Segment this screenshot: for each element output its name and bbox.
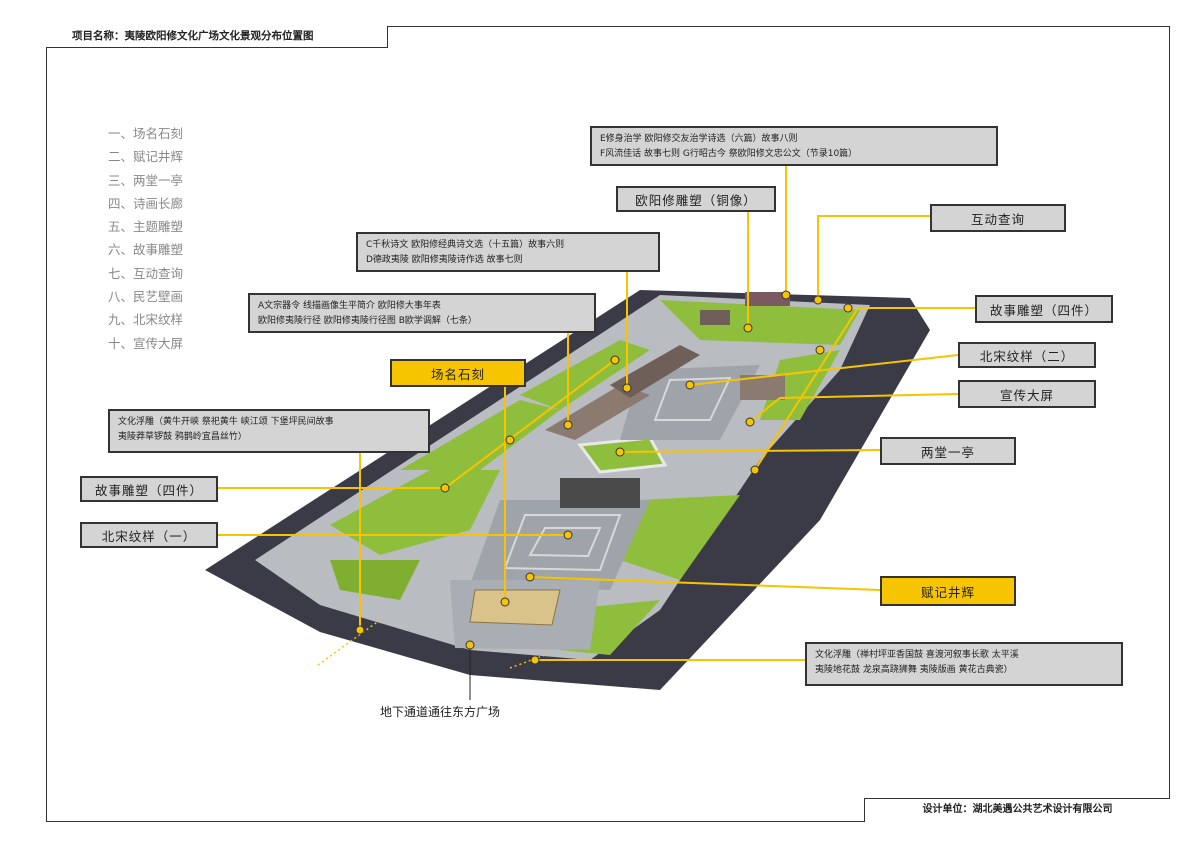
legend-item: 六、故事雕塑 [108,242,184,258]
leader-line [529,576,881,591]
label-stone-inscription: 场名石刻 [390,359,526,387]
lawn-area [400,400,560,470]
legend-item: 七、互动查询 [108,265,184,281]
legend-item: 五、主题雕塑 [108,219,184,235]
lawn-area [330,560,420,600]
label-two-halls: 两堂一亭 [880,437,1016,465]
marker-dot [685,380,695,390]
stone-inscription-base [469,589,561,626]
label-screen: 宣传大屏 [958,380,1096,408]
project-title: 项目名称：夷陵欧阳修文化广场文化景观分布位置图 [46,26,388,48]
marker-dot [500,597,510,607]
legend-item: 三、两堂一亭 [108,172,184,188]
hall-building [745,292,790,306]
marker-dot [563,420,573,430]
concentric-plaza [503,514,622,572]
label-line: 文化浮雕（禅村坪亚香国鼓 喜渡河叙事长歌 太平溪 [815,650,1019,660]
legend-item: 二、赋记井辉 [108,149,184,165]
label-fuji: 赋记井辉 [880,576,1016,606]
label-line: C千秋诗文 欧阳修经典诗文选（十五篇）故事六则 [366,240,565,250]
label-interactive: 互动查询 [930,204,1066,232]
label-story-right: 故事雕塑（四件） [975,295,1113,323]
upper-plaza-frame [653,376,732,421]
marker-dot [750,465,760,475]
label-line: 欧阳修夷陵行径 欧阳修夷陵行径图 B欧学调解（七条） [258,316,477,326]
marker-dot [781,290,791,300]
marker-dot [440,483,450,493]
marker-dot [615,447,625,457]
label-line: D德政夷陵 欧阳修夷陵诗作选 故事七则 [366,255,523,265]
label-line: 夷陵地花鼓 龙泉高跷狮舞 夷陵版画 黄花古典瓷） [815,665,1013,675]
marker-dot [815,345,825,355]
gate-building [560,478,640,508]
marker-dot [563,530,573,540]
marker-dot [843,303,853,313]
marker-dot [530,655,540,665]
leader-line [689,354,959,386]
design-unit: 设计单位：湖北美遇公共艺术设计有限公司 [864,798,1170,822]
label-line: 夷陵莽草锣鼓 鸦鹊岭宜昌丝竹） [118,432,247,442]
legend-item: 八、民艺壁画 [108,289,184,305]
marker-dot [813,295,823,305]
label-a-biography: A文宗器令 线描画像生平简介 欧阳修大事年表 欧阳修夷陵行径 欧阳修夷陵行径图 … [248,293,596,333]
underpass-note: 地下通道通往东方广场 [380,705,501,719]
label-statue: 欧阳修雕塑（铜像） [616,186,776,212]
label-cd-poems: C千秋诗文 欧阳修经典诗文选（十五篇）故事六则 D德政夷陵 欧阳修夷陵诗作选 故… [356,232,660,272]
leader-line [619,449,881,453]
lawn-area [620,495,740,580]
hall-building [700,310,730,325]
label-line: E修身治学 欧阳修交友治学诗选（六篇）故事八则 [600,134,798,144]
drawing-frame [46,26,1170,822]
marker-dot [465,640,475,650]
legend-item: 一、场名石刻 [108,126,184,141]
legend-item: 九、北宋纹样 [108,312,184,328]
marker-dot [745,417,755,427]
label-story-left: 故事雕塑（四件） [80,476,218,502]
legend-list: 一、场名石刻 二、赋记井辉 三、两堂一亭 四、诗画长廊 五、主题雕塑 六、故事雕… [108,122,183,355]
marker-dot [622,383,632,393]
marker-dot [610,355,620,365]
marker-dot [525,572,535,582]
legend-item: 四、诗画长廊 [108,195,184,211]
label-line: F风流佳话 故事七则 G行昭古今 祭欧阳修文忠公文（节录10篇） [600,149,858,159]
leader-line [754,307,975,471]
leader-line [817,215,930,300]
leader-line [749,393,959,423]
label-ef-poems: E修身治学 欧阳修交友治学诗选（六篇）故事八则 F风流佳话 故事七则 G行昭古今… [590,126,998,166]
legend-item: 十、宣传大屏 [108,335,184,351]
marker-dot [355,625,365,635]
label-line: A文宗器令 线描画像生平简介 欧阳修大事年表 [258,301,441,311]
label-relief-right: 文化浮雕（禅村坪亚香国鼓 喜渡河叙事长歌 太平溪 夷陵地花鼓 龙泉高跷狮舞 夷陵… [805,642,1123,686]
dotted-path [509,654,546,669]
marker-dot [743,323,753,333]
label-pattern-two: 北宋纹样（二） [958,342,1096,368]
upper-plaza [620,365,760,440]
corridor-building [610,345,700,398]
label-relief-left: 文化浮雕（黄牛开峡 祭祀黄牛 峡江颂 下堡坪民间故事 夷陵莽草锣鼓 鸦鹊岭宜昌丝… [108,409,430,453]
marker-dot [505,435,515,445]
label-pattern-one: 北宋纹样（一） [80,522,218,548]
lawn-area [330,470,500,555]
concentric-plaza [528,527,602,558]
label-line: 文化浮雕（黄牛开峡 祭祀黄牛 峡江颂 下堡坪民间故事 [118,417,334,427]
